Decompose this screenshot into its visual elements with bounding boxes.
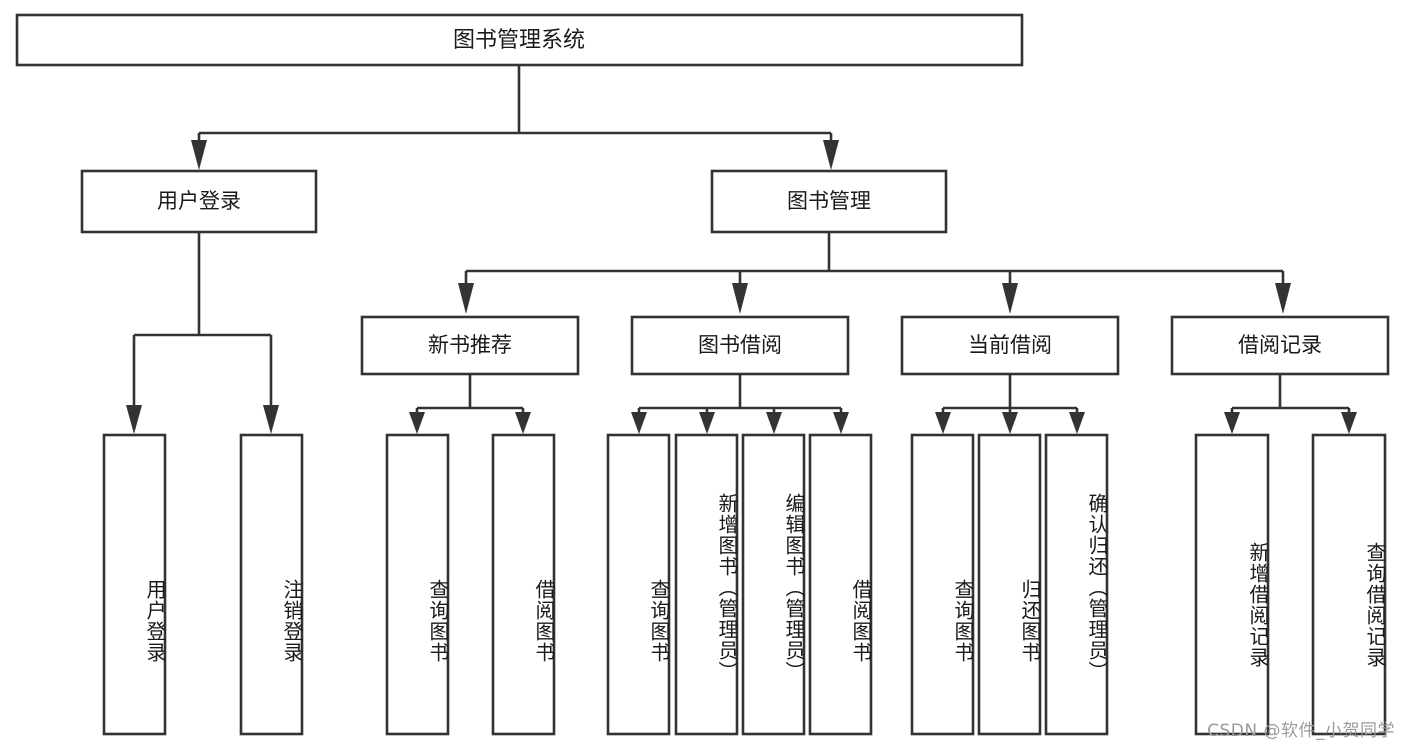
- arrow-head-icon: [1002, 283, 1018, 314]
- connector-user-login-to-leaves: [126, 232, 279, 434]
- arrow-head-icon: [1224, 412, 1240, 434]
- arrow-head-icon: [1275, 283, 1291, 314]
- leaf-box-add-book[interactable]: [674, 433, 739, 736]
- node-root[interactable]: 图书管理系统: [15, 13, 1024, 67]
- leaf-box-query-book-1[interactable]: [385, 433, 450, 736]
- node-borrow-record-label: 借阅记录: [1238, 333, 1322, 357]
- arrow-head-icon: [732, 283, 748, 314]
- arrow-head-icon: [409, 412, 425, 434]
- arrow-head-icon: [699, 412, 715, 434]
- leaf-box-add-record[interactable]: [1194, 433, 1270, 736]
- leaf-box-return-book[interactable]: [977, 433, 1042, 736]
- leaf-box-query-record[interactable]: [1311, 433, 1387, 736]
- node-new-book-recommend[interactable]: 新书推荐: [360, 315, 580, 376]
- arrow-head-icon: [766, 412, 782, 434]
- arrow-head-icon: [823, 140, 839, 170]
- node-new-book-recommend-label: 新书推荐: [428, 333, 512, 357]
- node-book-management-label: 图书管理: [787, 189, 871, 213]
- arrow-head-icon: [126, 405, 142, 434]
- connector-new-book-to-leaves: [409, 374, 531, 434]
- arrow-head-icon: [935, 412, 951, 434]
- node-current-borrow[interactable]: 当前借阅: [900, 315, 1120, 376]
- arrow-head-icon: [1069, 412, 1085, 434]
- node-book-borrow[interactable]: 图书借阅: [630, 315, 850, 376]
- connector-root-to-level2: [191, 65, 839, 170]
- leaf-box-borrow-book-2[interactable]: [808, 433, 873, 736]
- watermark: CSDN @软件_小贺同学: [1207, 721, 1395, 741]
- leaf-box-logout[interactable]: [239, 433, 304, 736]
- arrow-head-icon: [191, 140, 207, 170]
- leaf-box-confirm-return[interactable]: [1044, 433, 1109, 736]
- arrow-head-icon: [833, 412, 849, 434]
- connector-book-management-to-level3: [458, 232, 1291, 314]
- node-borrow-record[interactable]: 借阅记录: [1170, 315, 1390, 376]
- leaf-box-query-book-3[interactable]: [910, 433, 975, 736]
- node-root-box: [15, 13, 1024, 67]
- node-book-borrow-label: 图书借阅: [698, 333, 782, 357]
- connector-book-borrow-to-leaves: [631, 374, 849, 434]
- node-user-login-label: 用户登录: [157, 189, 241, 213]
- arrow-head-icon: [263, 405, 279, 434]
- arrow-head-icon: [458, 283, 474, 314]
- arrow-head-icon: [1002, 412, 1018, 434]
- arrow-head-icon: [631, 412, 647, 434]
- leaf-box-query-book-2[interactable]: [606, 433, 671, 736]
- connector-current-borrow-to-leaves: [935, 374, 1085, 434]
- node-current-borrow-label: 当前借阅: [968, 333, 1052, 357]
- node-user-login-box: [80, 169, 318, 234]
- arrow-head-icon: [515, 412, 531, 434]
- node-book-management[interactable]: 图书管理: [710, 169, 948, 234]
- node-user-login[interactable]: 用户登录: [80, 169, 318, 234]
- node-new-book-recommend-box: [360, 315, 580, 376]
- leaf-box-borrow-book-1[interactable]: [491, 433, 556, 736]
- leaf-box-edit-book[interactable]: [741, 433, 806, 736]
- connector-borrow-record-to-leaves: [1224, 374, 1357, 434]
- node-root-label: 图书管理系统: [453, 28, 585, 53]
- leaf-box-user-login[interactable]: [102, 433, 167, 736]
- arrow-head-icon: [1341, 412, 1357, 434]
- node-current-borrow-box: [900, 315, 1120, 376]
